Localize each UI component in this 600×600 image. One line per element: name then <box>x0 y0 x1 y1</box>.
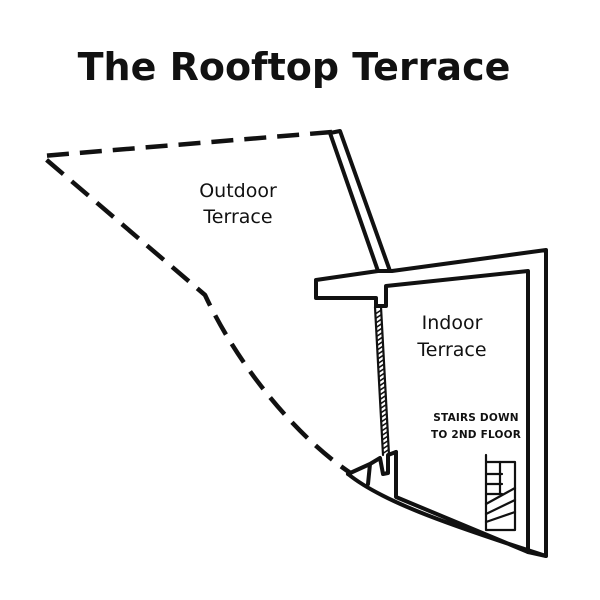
glass-hatch-mark <box>378 385 386 392</box>
indoor-bottom-wall <box>346 450 548 558</box>
glass-hatch-mark <box>379 394 387 401</box>
glass-hatch-mark <box>376 345 384 351</box>
glass-hatch-mark <box>381 426 389 432</box>
stairs-label-line1: STAIRS DOWN <box>433 412 518 424</box>
glass-hatch-mark <box>381 430 389 437</box>
indoor-top-wall <box>314 248 548 558</box>
indoor-terrace-label-line2: Terrace <box>416 339 486 361</box>
stairs-label-line2: TO 2ND FLOOR <box>431 429 521 441</box>
indoor-terrace-label-line1: Indoor <box>422 312 483 334</box>
glass-hatch-mark <box>378 376 386 383</box>
glass-hatch-mark <box>377 363 385 369</box>
glass-hatch-mark <box>375 318 383 324</box>
glass-hatch-mark <box>378 372 386 378</box>
stairs-icon <box>484 453 517 532</box>
glass-hatch-mark <box>377 358 385 365</box>
glass-hatch-mark <box>380 417 388 423</box>
outdoor-terrace-label-line1: Outdoor <box>199 180 277 202</box>
glass-hatch-mark <box>379 403 387 410</box>
glass-hatch-mark <box>379 399 387 405</box>
glass-hatch-mark <box>379 390 387 396</box>
glass-partition <box>373 305 391 457</box>
glass-hatch-mark <box>378 381 386 387</box>
glass-hatch-mark <box>382 448 390 455</box>
glass-hatch-mark <box>375 322 383 329</box>
glass-hatch-mark <box>376 340 384 347</box>
outdoor-terrace-boundary <box>39 129 354 476</box>
glass-hatch-mark <box>381 439 389 446</box>
glass-hatch-mark <box>374 309 382 315</box>
glass-hatch-mark <box>377 349 384 356</box>
page-title: The Rooftop Terrace <box>78 45 511 89</box>
glass-hatch-mark <box>380 412 388 419</box>
glass-hatch-mark <box>380 408 388 414</box>
glass-hatch-mark <box>381 435 389 441</box>
glass-hatch-mark <box>382 444 390 450</box>
outdoor-terrace-label-line2: Terrace <box>202 206 272 228</box>
diagonal-wall <box>328 129 392 273</box>
glass-hatch-mark <box>375 327 383 333</box>
glass-hatch-mark <box>376 331 383 338</box>
glass-hatch-mark <box>376 336 384 342</box>
glass-hatch-mark <box>377 367 385 374</box>
glass-hatch-mark <box>375 313 382 320</box>
glass-hatch-mark <box>380 421 388 428</box>
glass-hatch-mark <box>377 354 385 360</box>
